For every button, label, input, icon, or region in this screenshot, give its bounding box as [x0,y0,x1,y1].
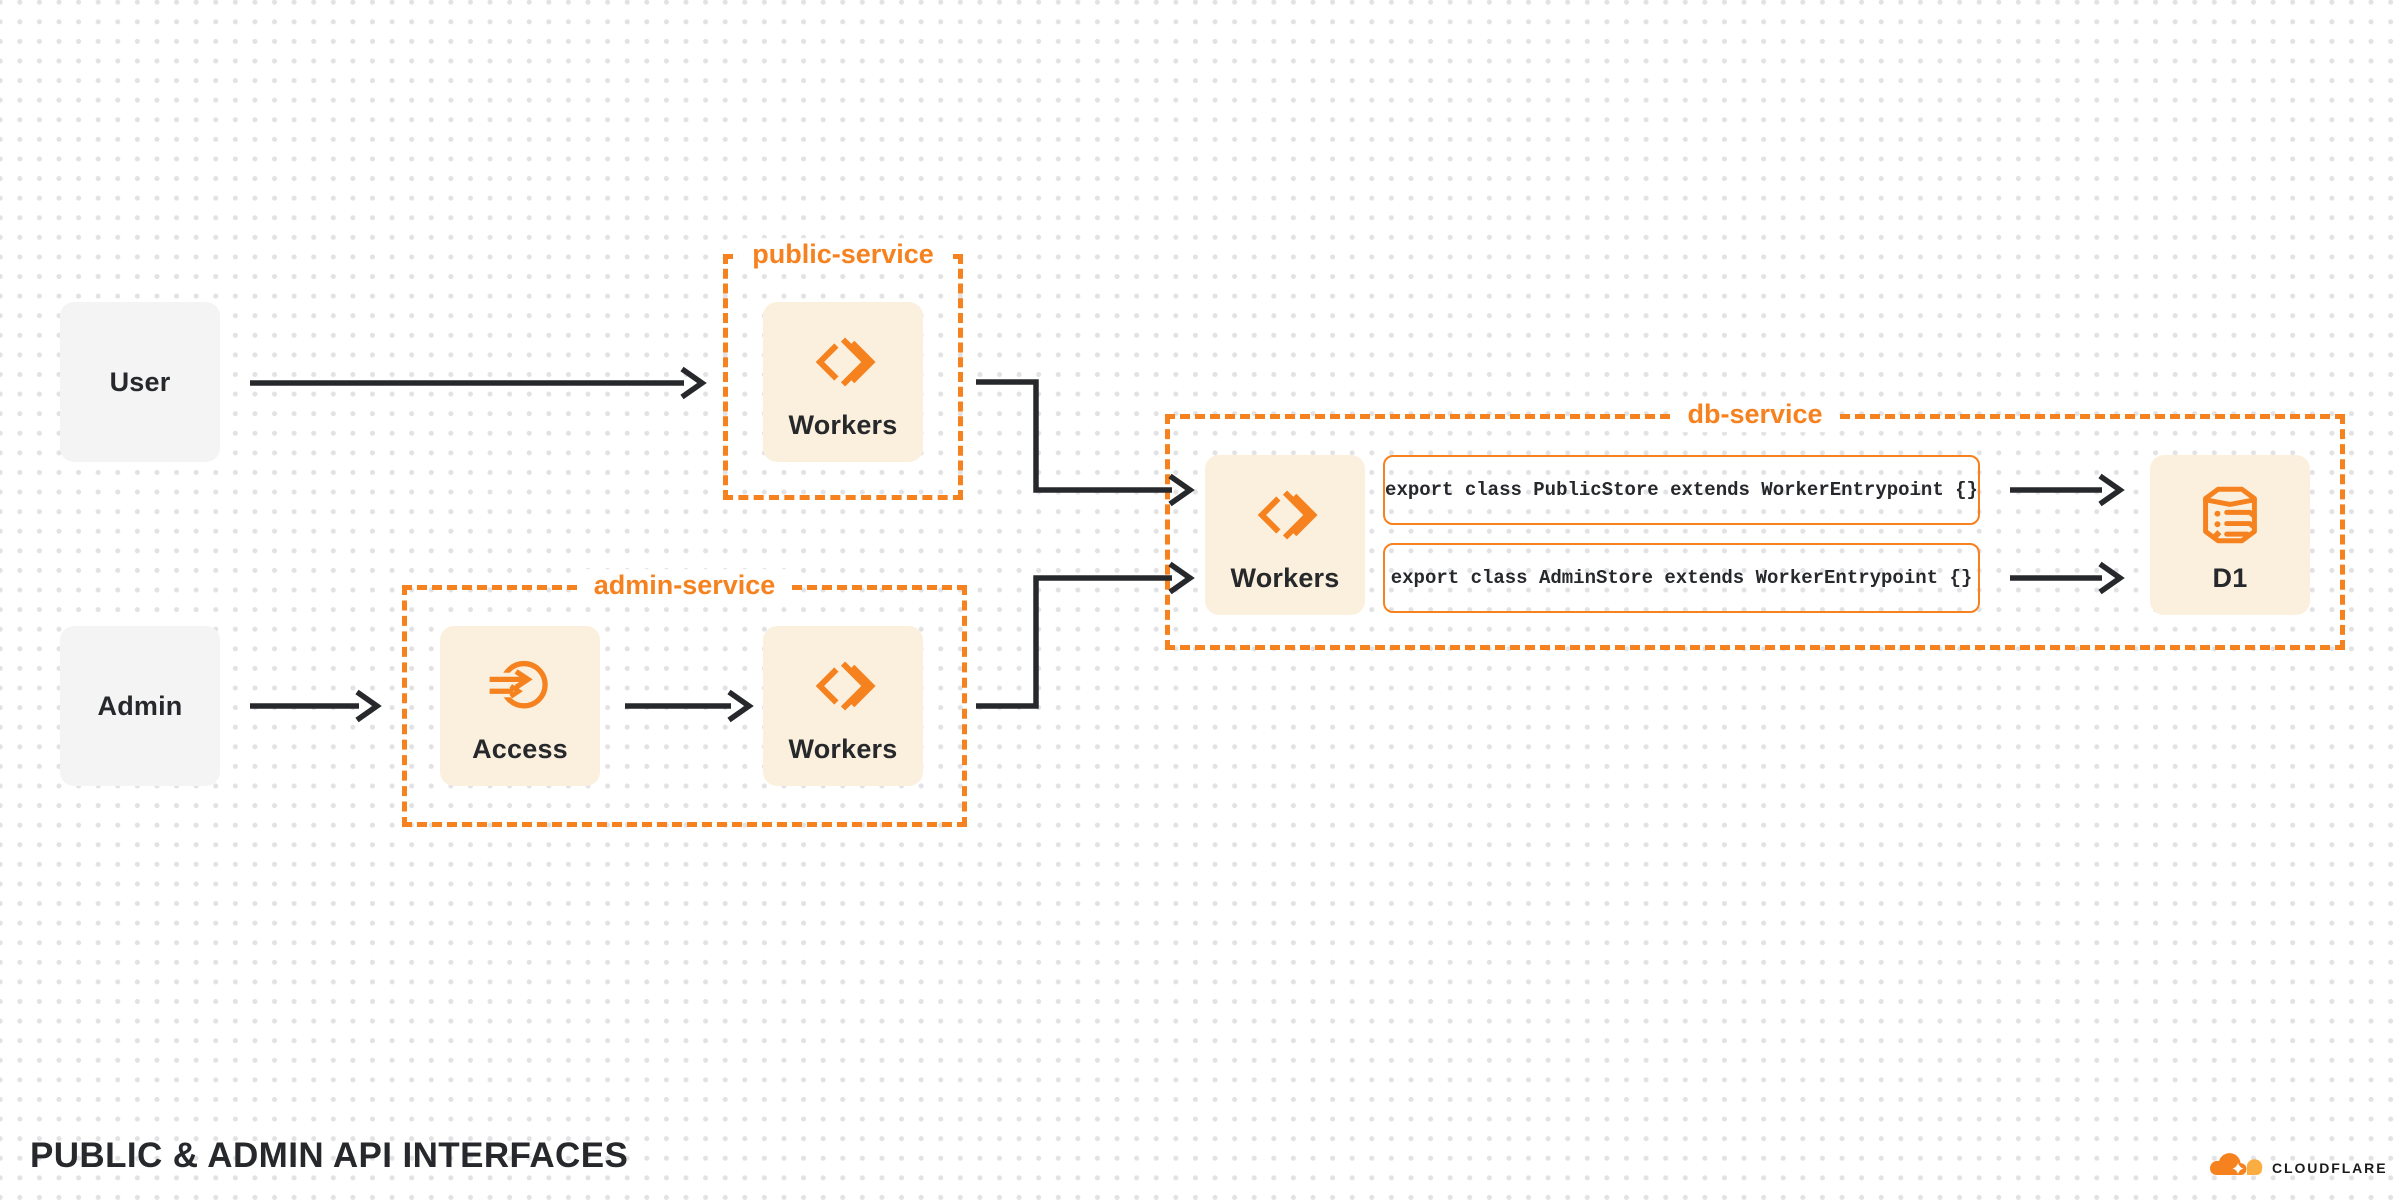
cloudflare-brand: CLOUDFLARE [2208,1143,2387,1183]
node-access-label: Access [472,734,568,764]
code-box-admin-store: export class AdminStore extends WorkerEn… [1383,543,1980,613]
node-public-workers: Workers [763,302,923,462]
node-db-workers-label: Workers [1230,563,1340,593]
node-user-label: User [109,366,171,397]
arrow-admin-store-to-d1 [2010,561,2125,595]
workers-icon [815,661,876,711]
arrow-public-service-to-db-workers [976,379,1195,507]
group-db-service: db-service [1165,398,2345,650]
group-label-public-service: public-service [738,238,948,272]
arrow-admin-service-to-db-workers [976,561,1195,709]
access-icon [489,660,548,709]
arrow-public-store-to-d1 [2010,473,2125,507]
workers-icon [815,337,876,387]
node-d1-label: D1 [2212,563,2248,593]
code-public-store: export class PublicStore extends WorkerE… [1385,479,1978,501]
workers-icon [1257,490,1318,540]
arrow-admin-to-admin-service [250,689,382,723]
d1-database-icon [2203,486,2257,544]
diagram-title: PUBLIC & ADMIN API INTERFACES [30,1136,629,1175]
arrow-access-to-admin-workers [625,689,754,723]
node-d1: D1 [2150,455,2310,615]
node-admin-workers: Workers [763,626,923,786]
node-admin-label: Admin [97,690,183,721]
node-access: Access [440,626,600,786]
code-box-public-store: export class PublicStore extends WorkerE… [1383,455,1980,525]
node-user: User [60,302,220,462]
group-label-admin-service: admin-service [579,569,790,603]
group-public-service: public-service [723,238,963,500]
group-label-db-service: db-service [1673,398,1837,432]
node-public-workers-label: Workers [788,410,898,440]
code-admin-store: export class AdminStore extends WorkerEn… [1390,567,1973,589]
cloudflare-wordmark: CLOUDFLARE [2272,1160,2388,1176]
node-admin: Admin [60,626,220,786]
group-admin-service: admin-service [402,569,967,827]
arrow-user-to-public-service [250,366,707,400]
node-db-workers: Workers [1205,455,1365,615]
node-admin-workers-label: Workers [788,734,898,764]
cloudflare-logo-icon [2210,1153,2263,1175]
